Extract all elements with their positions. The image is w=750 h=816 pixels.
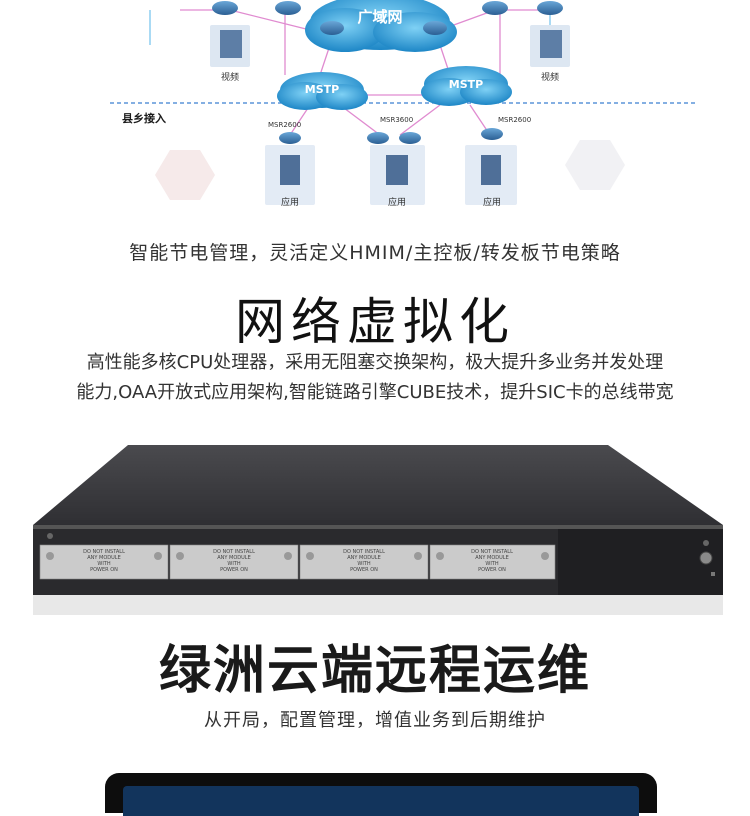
power-saving-caption: 智能节电管理，灵活定义HMIM/主控板/转发板节电策略 [129, 242, 621, 264]
bg-hex [155, 150, 215, 200]
svg-text:WITH: WITH [97, 561, 110, 567]
app-left-label: 应用 [281, 196, 299, 208]
mstp-cloud-right: MSTP [421, 66, 512, 106]
virtualization-text-line1: 高性能多核CPU处理器，采用无阻塞交换架构，极大提升多业务并发处理 [86, 352, 664, 373]
module-slot: DO NOT INSTALL ANY MODULE WITH POWER ON [39, 544, 169, 580]
svg-text:WITH: WITH [227, 561, 240, 567]
video-left-label: 视频 [221, 71, 239, 83]
wan-cloud-label: 广域网 [357, 8, 402, 26]
svg-text:ANY MODULE: ANY MODULE [217, 555, 251, 561]
module-slot: DO NOT INSTALL ANY MODULE WITH POWER ON [169, 544, 299, 580]
router-mid-label: MSR3600 [380, 116, 413, 124]
svg-text:DO NOT INSTALL: DO NOT INSTALL [343, 549, 385, 555]
cloud-ops-caption: 从开局，配置管理，增值业务到后期维护 [204, 710, 546, 731]
mstp-right-label: MSTP [449, 78, 483, 91]
svg-text:POWER ON: POWER ON [350, 567, 378, 573]
cloud-ops-heading: 绿洲云端远程运维 [158, 641, 591, 701]
network-diagram: 广域网 MSTP MSTP 视频 视频 县乡接入 MSR2600 MSR3600… [110, 0, 695, 208]
video-server-left: 视频 [210, 25, 250, 83]
router-right-label: MSR2600 [498, 116, 531, 124]
video-right-label: 视频 [541, 71, 559, 83]
screw-icon [703, 540, 709, 546]
svg-text:DO NOT INSTALL: DO NOT INSTALL [213, 549, 255, 555]
svg-text:DO NOT INSTALL: DO NOT INSTALL [83, 549, 125, 555]
router-left-label: MSR2600 [268, 121, 301, 129]
svg-text:ANY MODULE: ANY MODULE [475, 555, 509, 561]
svg-text:POWER ON: POWER ON [478, 567, 506, 573]
screw-icon [47, 533, 53, 539]
video-server-right: 视频 [530, 25, 570, 83]
app-server-left: 应用 [265, 145, 315, 208]
app-server-mid: 应用 [370, 145, 425, 208]
app-server-right: 应用 [465, 145, 517, 208]
zone-label: 县乡接入 [122, 111, 166, 125]
virtualization-heading: 网络虚拟化 [235, 293, 515, 351]
svg-text:WITH: WITH [485, 561, 498, 567]
device-edge [33, 525, 723, 529]
app-mid-label: 应用 [388, 196, 406, 208]
router-icon [212, 1, 563, 35]
module-slot: DO NOT INSTALL ANY MODULE WITH POWER ON [299, 544, 429, 580]
laptop-screen [123, 786, 639, 816]
svg-text:ANY MODULE: ANY MODULE [347, 555, 381, 561]
wan-cloud: 广域网 [305, 0, 457, 52]
svg-text:POWER ON: POWER ON [90, 567, 118, 573]
mstp-left-label: MSTP [305, 83, 339, 96]
ground-terminal-icon [699, 551, 713, 565]
svg-text:DO NOT INSTALL: DO NOT INSTALL [471, 549, 513, 555]
access-router-icon [279, 128, 503, 144]
mstp-cloud-left: MSTP [277, 72, 368, 110]
module-slot: DO NOT INSTALL ANY MODULE WITH POWER ON [429, 544, 556, 580]
virtualization-text-line2: 能力,OAA开放式应用架构,智能链路引擎CUBE技术，提升SIC卡的总线带宽 [76, 382, 674, 403]
device-top-panel [33, 445, 723, 525]
app-right-label: 应用 [483, 196, 501, 208]
svg-text:POWER ON: POWER ON [220, 567, 248, 573]
router-device-image: DO NOT INSTALL ANY MODULE WITH POWER ON … [33, 445, 723, 615]
svg-text:WITH: WITH [357, 561, 370, 567]
bg-hex [565, 140, 625, 190]
svg-text:ANY MODULE: ANY MODULE [87, 555, 121, 561]
